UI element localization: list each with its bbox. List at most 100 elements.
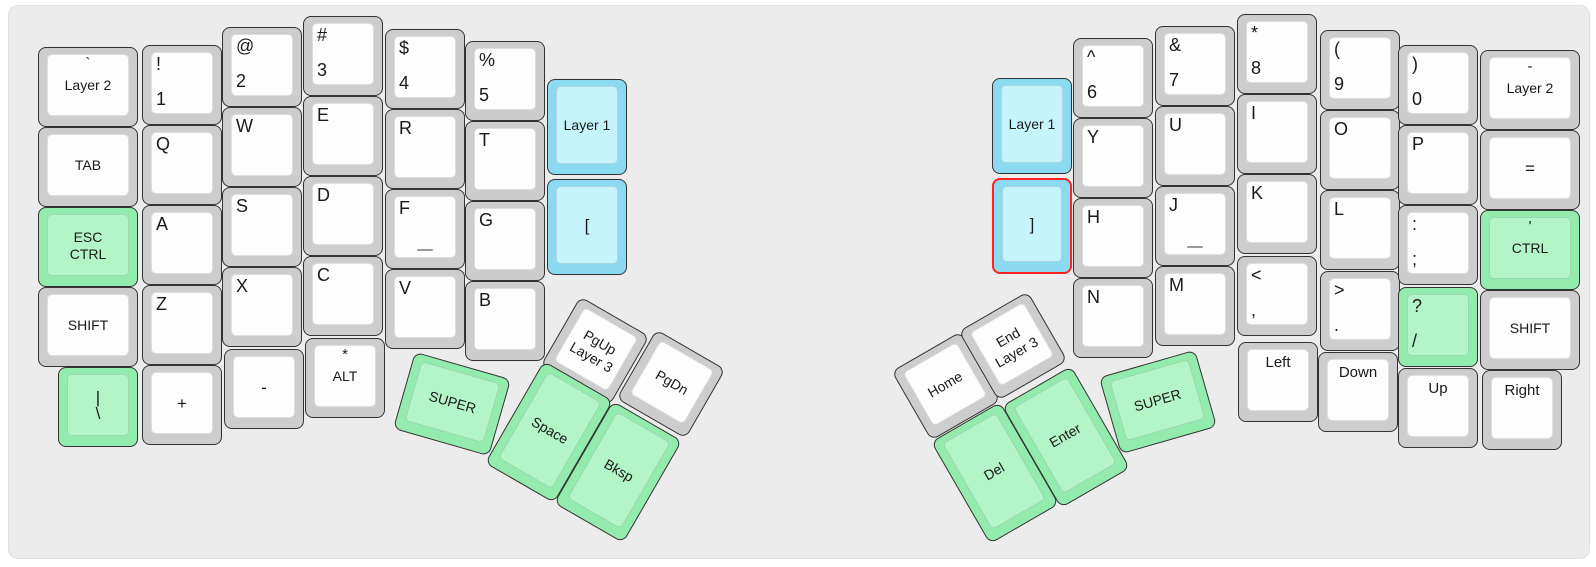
key-g[interactable]: G — [465, 201, 545, 281]
key-n[interactable]: N — [1073, 278, 1153, 358]
key-amp-7[interactable]: &7 — [1155, 26, 1235, 106]
key-w[interactable]: W — [222, 107, 302, 187]
key-l[interactable]: L — [1320, 190, 1400, 270]
key-left-arrow[interactable]: Left — [1238, 342, 1318, 422]
key-label: Layer 2 — [64, 77, 112, 93]
keycap-top-surface — [556, 186, 618, 264]
key-k[interactable]: K — [1237, 174, 1317, 254]
key-t[interactable]: T — [465, 121, 545, 201]
keycap-top-surface — [231, 114, 293, 176]
key-d[interactable]: D — [303, 176, 383, 256]
key-z[interactable]: Z — [142, 285, 222, 365]
key-plus[interactable]: + — [142, 365, 222, 445]
key-left-bracket[interactable]: [ — [547, 179, 627, 275]
keycap-top-surface — [233, 356, 295, 418]
key-j[interactable]: J — [1155, 186, 1235, 266]
key-label: |\ — [95, 387, 101, 423]
key-label: K — [1251, 183, 1264, 203]
key-lparen-9[interactable]: (9 — [1320, 30, 1400, 110]
key-label: ) — [1412, 54, 1418, 74]
key-label: O — [1334, 119, 1349, 139]
key-label: W — [236, 116, 253, 136]
key-shift-left[interactable]: SHIFT — [38, 287, 138, 367]
key-label: > — [1334, 280, 1345, 300]
key-b[interactable]: B — [465, 281, 545, 361]
key-label: . — [1334, 315, 1340, 335]
key-percent-5[interactable]: %5 — [465, 41, 545, 121]
keycap-top-surface — [394, 36, 456, 98]
keycap-top-surface — [1329, 278, 1391, 340]
keycap-top-surface — [1327, 359, 1389, 421]
key-dollar-4[interactable]: $4 — [385, 29, 465, 109]
key-at-2[interactable]: @2 — [222, 27, 302, 107]
key-minus-left[interactable]: - — [224, 349, 304, 429]
key-super-left[interactable]: SUPER — [392, 351, 512, 457]
key-h[interactable]: H — [1073, 198, 1153, 278]
key-label: C — [317, 265, 330, 285]
key-p[interactable]: P — [1398, 125, 1478, 205]
key-right-arrow[interactable]: Right — [1482, 370, 1562, 450]
key-greaterthan-period[interactable]: >. — [1320, 271, 1400, 351]
key-up-arrow[interactable]: Up — [1398, 368, 1478, 448]
key-label: L — [1334, 199, 1345, 219]
key-c[interactable]: C — [303, 256, 383, 336]
key-f[interactable]: F — [385, 189, 465, 269]
key-v[interactable]: V — [385, 269, 465, 349]
key-caret-6[interactable]: ^6 — [1073, 38, 1153, 118]
key-a[interactable]: A — [142, 205, 222, 285]
key-m[interactable]: M — [1155, 266, 1235, 346]
key-question-slash[interactable]: ?/ — [1398, 287, 1478, 367]
key-label: ` — [85, 55, 91, 72]
key-label: ! — [156, 54, 162, 74]
key-colon-semicolon[interactable]: :; — [1398, 205, 1478, 285]
key-o[interactable]: O — [1320, 110, 1400, 190]
key-label: - — [261, 377, 267, 397]
key-minus-layer2[interactable]: -Layer 2 — [1480, 50, 1580, 130]
homing-bar — [1187, 245, 1203, 248]
key-label: TAB — [74, 157, 102, 173]
key-y[interactable]: Y — [1073, 118, 1153, 198]
keycap-top-surface — [1407, 52, 1469, 114]
keycap-top-surface — [1329, 37, 1391, 99]
key-label: T — [479, 130, 490, 150]
key-label: ? — [1412, 296, 1423, 316]
key-label: Left — [1265, 354, 1291, 371]
key-label: [ — [584, 215, 590, 235]
key-grave-layer2[interactable]: ` Layer 2 — [38, 47, 138, 127]
key-quote-ctrl[interactable]: 'CTRL — [1480, 210, 1580, 290]
key-i[interactable]: I — [1237, 94, 1317, 174]
key-star-alt[interactable]: *ALT — [305, 338, 385, 418]
key-shift-right[interactable]: SHIFT — [1480, 290, 1580, 370]
keycap-top-surface — [394, 276, 456, 338]
key-label: @ — [236, 36, 255, 56]
key-x[interactable]: X — [222, 267, 302, 347]
key-q[interactable]: Q — [142, 125, 222, 205]
keycap-top-surface — [1407, 212, 1469, 274]
key-s[interactable]: S — [222, 187, 302, 267]
key-super-right[interactable]: SUPER — [1098, 349, 1218, 455]
key-star-8[interactable]: *8 — [1237, 14, 1317, 94]
key-hash-3[interactable]: #3 — [303, 16, 383, 96]
key-pipe-backslash[interactable]: |\ — [58, 367, 138, 447]
key-rparen-0[interactable]: )0 — [1398, 45, 1478, 125]
key-label: Q — [156, 134, 171, 154]
key-down-arrow[interactable]: Down — [1318, 352, 1398, 432]
key-label: Up — [1428, 380, 1448, 397]
key-tab[interactable]: TAB — [38, 127, 138, 207]
key-exclam-1[interactable]: !1 — [142, 45, 222, 125]
key-u[interactable]: U — [1155, 106, 1235, 186]
key-right-bracket[interactable]: ] — [992, 178, 1072, 274]
key-layer1-left[interactable]: Layer 1 — [547, 79, 627, 175]
key-lessthan-comma[interactable]: <, — [1237, 256, 1317, 336]
key-label: E — [317, 105, 330, 125]
keycap-top-surface — [312, 23, 374, 85]
key-equals[interactable]: = — [1480, 130, 1580, 210]
key-label: G — [479, 210, 494, 230]
key-label: Layer 1 — [563, 117, 611, 133]
key-e[interactable]: E — [303, 96, 383, 176]
key-r[interactable]: R — [385, 109, 465, 189]
keycap-top-surface — [1407, 294, 1469, 356]
key-layer1-right[interactable]: Layer 1 — [992, 78, 1072, 174]
